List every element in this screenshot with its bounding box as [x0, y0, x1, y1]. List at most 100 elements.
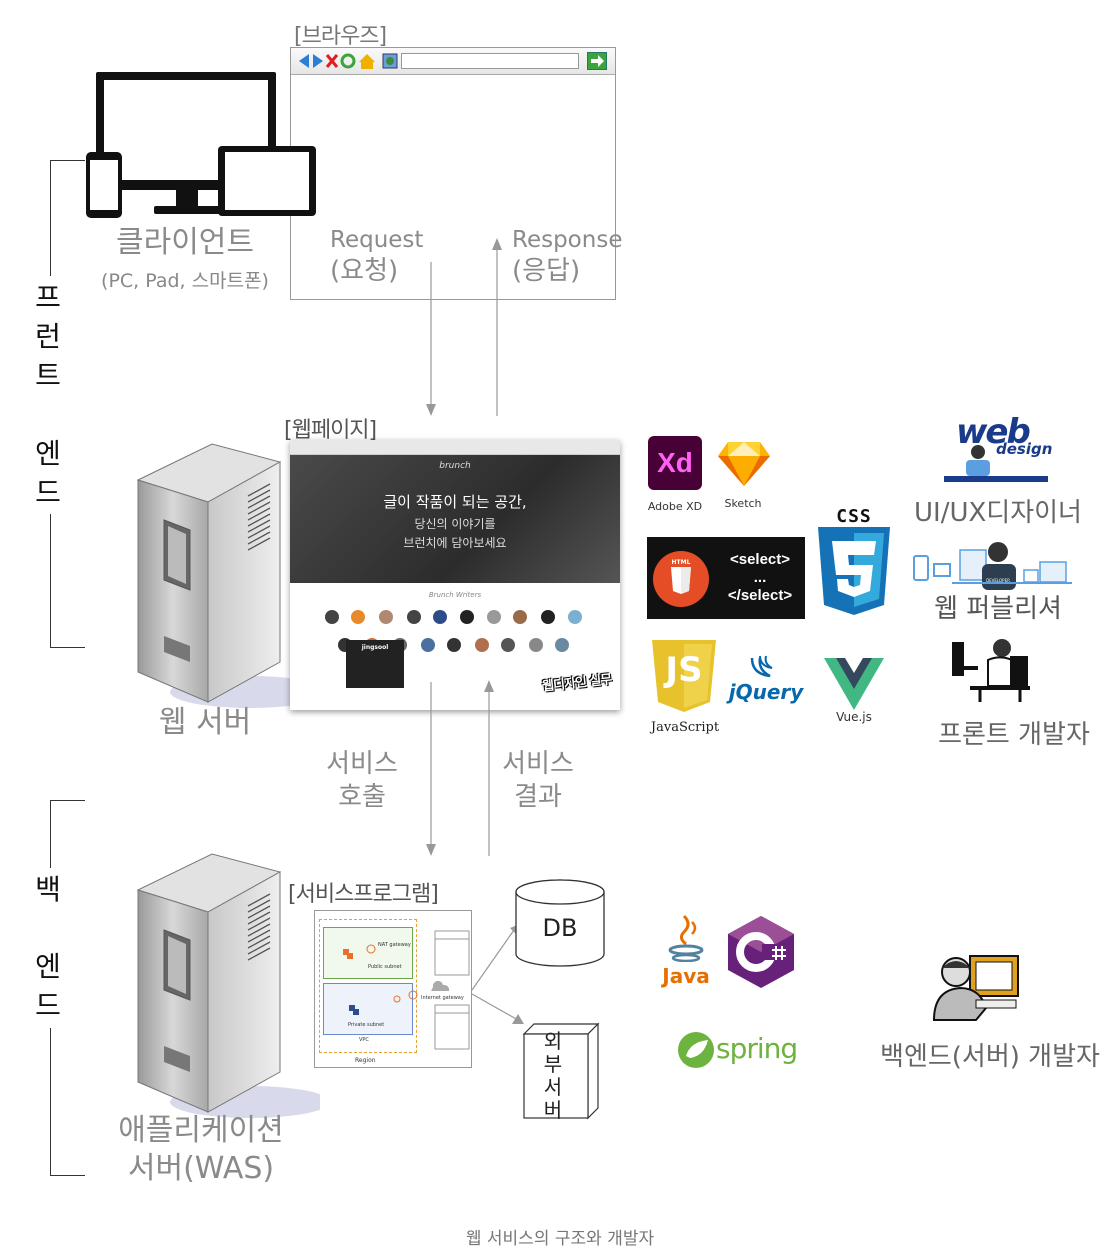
webpage-hero-line2: 당신의 이야기를	[414, 517, 496, 531]
external-server-char: 외	[543, 1029, 563, 1053]
frontend-char: 런	[35, 320, 61, 354]
webpage-screenshot: brunch 글이 작품이 되는 공간, 당신의 이야기를 브런치에 담아보세요…	[290, 440, 620, 710]
external-server-char: 서	[543, 1075, 563, 1099]
was-server-icon	[136, 853, 320, 1118]
was-line1: 애플리케이션	[118, 1113, 284, 1148]
backend-char: 백	[35, 873, 61, 906]
frontend-developer-illustration	[952, 639, 1030, 702]
external-server-char: 부	[543, 1052, 563, 1076]
vue-icon	[824, 658, 884, 710]
client-devices-icon	[86, 72, 316, 218]
private-subnet-label: Private subnet	[348, 1022, 385, 1028]
javascript-logo: JS	[650, 640, 718, 712]
webpage-writers-title: Brunch Writers	[428, 591, 482, 599]
request-label: Request (요청)	[330, 226, 430, 287]
public-subnet-label: Public subnet	[368, 964, 402, 970]
webpage-topbar	[290, 440, 620, 455]
response-label: Response (응답)	[512, 226, 632, 287]
service-call-line1: 서비스	[326, 749, 398, 779]
xd-logo-text: Xd	[657, 447, 693, 478]
browser-caption: [브라우즈]	[294, 24, 387, 49]
html-select-badge: HTML <select> ... </select>	[647, 537, 805, 619]
webpage-hero-line3: 브런치에 담아보세요	[403, 536, 507, 550]
role-frontend-developer: 프론트 개발자	[938, 720, 1090, 750]
frontend-char: 엔	[35, 436, 61, 470]
web-design-illustration: web design	[944, 412, 1054, 484]
webpage-caption: [웹페이지]	[284, 418, 377, 443]
web-design-sub-text: design	[996, 440, 1053, 458]
frontend-char: 드	[35, 475, 61, 509]
webpage-watermark: 웹디자인 실무	[541, 672, 613, 695]
browser-go-icon[interactable]	[587, 52, 607, 70]
js-logo-text: JS	[665, 650, 703, 690]
web-server-label: 웹 서버	[158, 705, 252, 740]
service-result-label: 서비스 결과	[498, 748, 578, 813]
service-arrows	[426, 680, 494, 856]
browser-nav-icons[interactable]	[297, 50, 407, 72]
webpage-popup: jingsool	[346, 640, 404, 688]
db-label: DB	[542, 914, 578, 942]
role-web-publisher: 웹 퍼블리셔	[934, 594, 1062, 624]
figure-caption: 웹 서비스의 구조와 개발자	[465, 1229, 655, 1249]
request-line2: (요청)	[330, 255, 399, 286]
db-cylinder-icon	[515, 879, 605, 967]
web-publisher-illustration	[913, 542, 1072, 590]
role-backend-developer: 백엔드(서버) 개발자	[880, 1042, 1100, 1072]
html-code-close: </select>	[727, 587, 793, 604]
role-uiux-designer: UI/UX디자이너	[914, 498, 1082, 528]
external-server-icon	[522, 1022, 600, 1120]
jquery-icon	[750, 655, 773, 678]
spring-icon	[678, 1032, 714, 1068]
aws-private-subnet: Private subnet	[323, 983, 413, 1035]
response-line2: (응답)	[512, 255, 581, 286]
service-program-diagram: Public subnet NAT gateway Private subnet…	[314, 910, 472, 1068]
frontend-char: 프	[35, 281, 61, 314]
java-label: Java	[662, 964, 710, 988]
browser-window	[290, 47, 616, 300]
html-code-dots: ...	[753, 569, 767, 586]
sketch-icon	[718, 442, 770, 486]
nat-label: NAT gateway	[378, 942, 411, 948]
response-line1: Response	[512, 227, 623, 253]
aws-icons	[343, 930, 470, 1050]
web-server-icon	[136, 443, 320, 708]
html-code-open: <select>	[729, 551, 791, 568]
internet-gateway-label: Internet gateway	[421, 995, 464, 1001]
backend-connectors	[471, 924, 524, 1024]
frontend-label: 프 런 트 엔 드	[30, 276, 66, 514]
client-label: 클라이언트	[116, 225, 254, 260]
css-logo: CSS	[814, 506, 894, 624]
was-line2: 서버(WAS)	[127, 1150, 275, 1186]
backend-label: 백 엔 드	[30, 868, 66, 1028]
service-call-line2: 호출	[338, 781, 386, 812]
adobe-xd-logo: Xd	[648, 436, 702, 490]
was-label: 애플리케이션 서버(WAS)	[96, 1112, 306, 1187]
backend-char: 엔	[35, 950, 61, 984]
request-response-arrows	[426, 238, 502, 416]
aws-region-box	[319, 919, 417, 1053]
spring-label: spring	[716, 1032, 798, 1065]
browser-address-bar[interactable]	[401, 53, 579, 69]
developer-badge: DEVELOPER	[986, 578, 1010, 583]
service-program-caption: [서비스프로그램]	[288, 882, 439, 907]
client-sublabel: (PC, Pad, 스마트폰)	[101, 270, 269, 292]
aws-public-subnet: Public subnet NAT gateway	[323, 927, 413, 979]
webpage-hero: brunch 글이 작품이 되는 공간, 당신의 이야기를 브런치에 담아보세요	[290, 455, 620, 583]
writer-avatars	[325, 610, 582, 652]
external-server-label: 외 부 서 버	[536, 1030, 570, 1122]
sketch-label: Sketch	[724, 497, 762, 510]
request-line1: Request	[330, 227, 424, 253]
java-icon	[668, 914, 704, 962]
adobe-xd-label: Adobe XD	[647, 500, 703, 513]
vue-label: Vue.js	[836, 710, 872, 724]
vpc-label: VPC	[359, 1037, 369, 1043]
jquery-label: jQuery	[728, 680, 804, 704]
service-result-line2: 결과	[514, 781, 562, 812]
frontend-char: 트	[35, 359, 61, 393]
region-label: Region	[355, 1057, 376, 1064]
service-call-label: 서비스 호출	[322, 748, 402, 813]
csharp-icon	[728, 916, 794, 988]
webpage-popup-title: jingsool	[361, 644, 389, 651]
webpage-hero-line1: 글이 작품이 되는 공간,	[383, 493, 527, 511]
webpage-brand: brunch	[439, 461, 471, 471]
